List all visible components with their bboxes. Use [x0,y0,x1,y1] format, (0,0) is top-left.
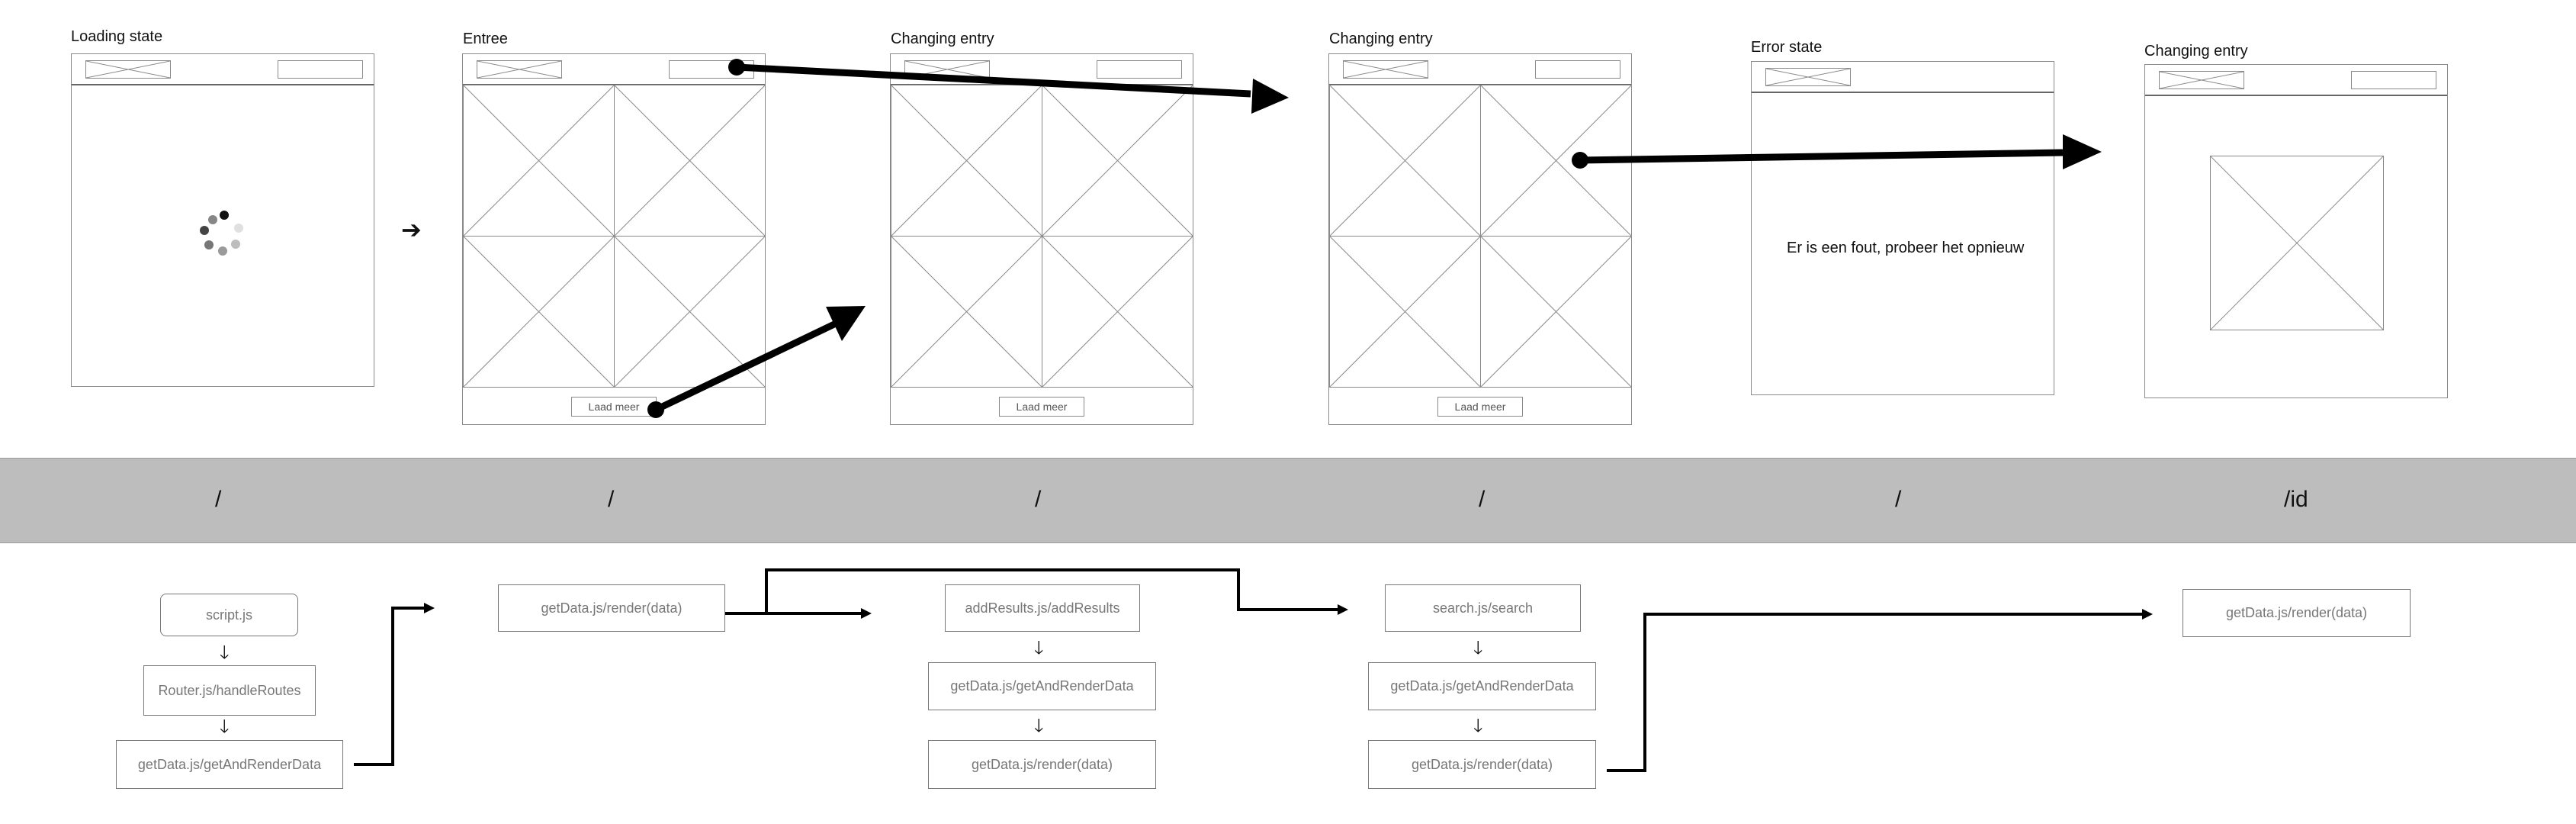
detail-image [2210,156,2384,330]
image-tile[interactable] [1042,236,1193,388]
route-label: / [608,487,615,512]
flow-box-search: search.js/search [1385,584,1581,632]
changing-entry-title-3: Changing entry [2144,43,2248,60]
flow-box-get-and-render: getData.js/getAndRenderData [116,740,343,789]
logo-placeholder [85,60,171,79]
flow-box-get-and-render: getData.js/getAndRenderData [928,662,1156,710]
image-tile[interactable] [463,236,615,388]
loading-state-title: Loading state [71,28,163,45]
search-placeholder[interactable] [1097,60,1182,79]
image-tile[interactable] [614,85,766,237]
route-label: / [215,487,222,512]
logo-placeholder [1343,60,1428,79]
loading-screen [71,53,374,387]
screen-footer [1329,387,1631,388]
route-label: /id [2284,487,2308,512]
screen-header [2145,65,2447,96]
image-tile[interactable] [891,236,1042,388]
down-arrow-icon: 🡓 [1034,638,1044,658]
search-placeholder[interactable] [2351,71,2436,89]
loading-spinner-icon [200,211,243,256]
error-screen: Er is een fout, probeer het opnieuw [1751,61,2054,395]
error-message: Er is een fout, probeer het opnieuw [1787,240,2025,256]
flow-box-script: script.js [160,594,298,636]
load-more-button[interactable]: Laad meer [999,397,1084,417]
flow-box-render: getData.js/render(data) [928,740,1156,789]
down-arrow-icon: 🡓 [220,716,230,737]
down-arrow-icon: 🡓 [1473,716,1483,736]
flow-box-router: Router.js/handleRoutes [143,665,316,716]
search-placeholder [278,60,363,79]
screen-footer [463,387,765,388]
image-tile[interactable] [463,85,615,237]
entree-title: Entree [463,31,508,47]
flow-box-render: getData.js/render(data) [498,584,725,632]
changing-entry-screen-1: Laad meer [890,53,1193,425]
flow-box-render: getData.js/render(data) [2183,589,2411,637]
route-label: / [1895,487,1902,512]
screen-header [891,54,1193,85]
screen-header [72,54,374,85]
changing-entry-title-1: Changing entry [891,31,994,47]
load-more-button[interactable]: Laad meer [1437,397,1523,417]
logo-placeholder [1765,68,1851,86]
entree-screen: Laad meer [462,53,766,425]
screen-header [463,54,765,85]
image-tile[interactable] [1329,85,1481,237]
error-state-title: Error state [1751,39,1823,56]
image-tile[interactable] [1329,236,1481,388]
route-band [0,458,2576,543]
flow-box-add-results: addResults.js/addResults [945,584,1140,632]
screen-header [1329,54,1631,85]
logo-placeholder [477,60,562,79]
search-placeholder[interactable] [1535,60,1620,79]
load-more-button[interactable]: Laad meer [571,397,657,417]
image-tile[interactable] [1042,85,1193,237]
logo-placeholder [2159,71,2244,89]
screen-footer [891,387,1193,388]
next-arrow-icon: ➔ [401,216,422,243]
route-label: / [1479,487,1486,512]
image-tile[interactable] [614,236,766,388]
down-arrow-icon: 🡓 [220,642,230,663]
route-label: / [1035,487,1042,512]
changing-entry-title-2: Changing entry [1329,31,1433,47]
image-tile[interactable] [1480,236,1632,388]
changing-entry-screen-2: Laad meer [1328,53,1632,425]
image-tile[interactable] [1480,85,1632,237]
screen-header [1752,62,2054,93]
search-placeholder[interactable] [669,60,754,79]
logo-placeholder [904,60,990,79]
image-tile[interactable] [891,85,1042,237]
flow-box-get-and-render: getData.js/getAndRenderData [1368,662,1596,710]
changing-entry-screen-3 [2144,64,2448,398]
flow-box-render: getData.js/render(data) [1368,740,1596,789]
down-arrow-icon: 🡓 [1034,716,1044,736]
down-arrow-icon: 🡓 [1473,638,1483,658]
